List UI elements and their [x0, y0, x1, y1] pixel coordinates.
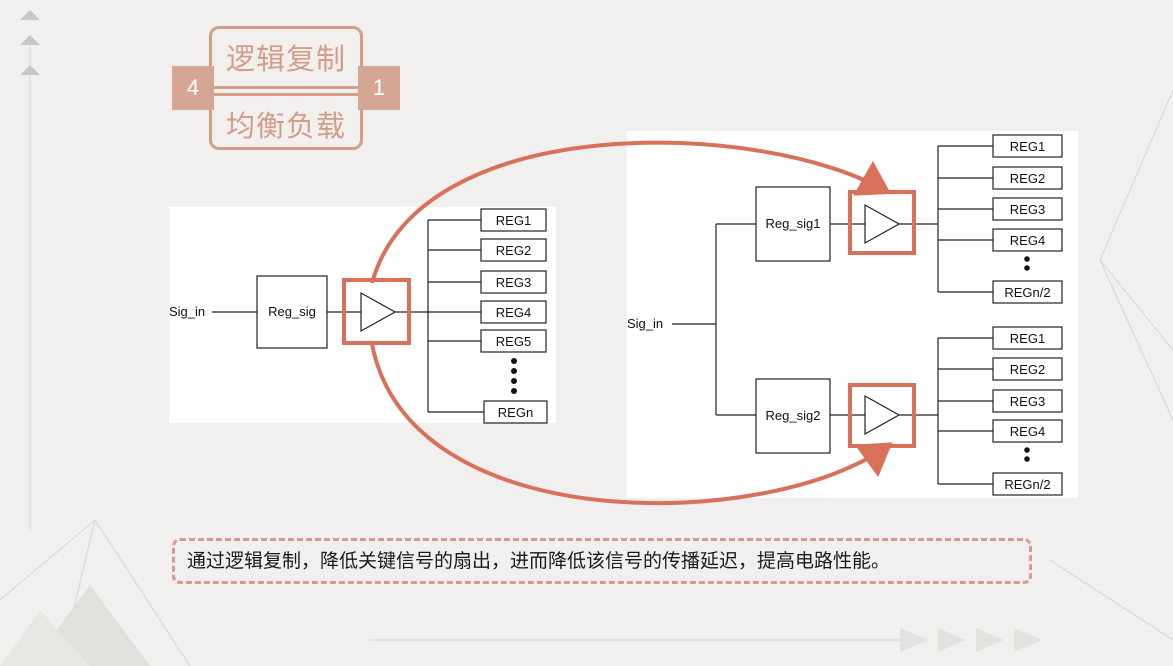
upper-register-label: Reg_sig1 [766, 216, 821, 231]
highlight-box [342, 278, 411, 345]
summary-caption: 通过逻辑复制，降低关键信号的扇出，进而降低该信号的传播延迟，提高电路性能。 [172, 538, 1032, 584]
svg-text:REG3: REG3 [1010, 202, 1045, 217]
lower-register-label: Reg_sig2 [766, 408, 821, 423]
svg-text:REG4: REG4 [496, 305, 531, 320]
right-input-label: Sig_in [627, 316, 663, 331]
title-bottom-text: 均衡负载 [225, 109, 346, 143]
svg-text:REGn: REGn [498, 405, 533, 420]
svg-text:REG2: REG2 [496, 243, 531, 258]
svg-text:REG3: REG3 [496, 275, 531, 290]
buffer-icon [360, 291, 397, 333]
lower-arrow [370, 343, 893, 506]
left-register-label: Reg_sig [268, 304, 316, 319]
svg-text:REGn/2: REGn/2 [1004, 477, 1050, 492]
svg-text:REG5: REG5 [496, 334, 531, 349]
title-divider [209, 86, 363, 89]
svg-text:REG1: REG1 [1010, 139, 1045, 154]
svg-text:REG1: REG1 [1010, 331, 1045, 346]
svg-text:REG1: REG1 [496, 213, 531, 228]
section-number-left: 4 [172, 66, 214, 110]
section-number-right: 1 [358, 66, 400, 110]
upper-arrow [370, 140, 891, 284]
svg-text:REG4: REG4 [1010, 424, 1045, 439]
svg-text:REGn/2: REGn/2 [1004, 285, 1050, 300]
svg-text:REG3: REG3 [1010, 394, 1045, 409]
left-input-label: Sig_in [169, 304, 205, 319]
title-top-text: 逻辑复制 [225, 42, 346, 76]
title-divider [209, 93, 363, 96]
svg-text:REG2: REG2 [1010, 362, 1045, 377]
svg-text:REG2: REG2 [1010, 171, 1045, 186]
svg-text:REG4: REG4 [1010, 233, 1045, 248]
